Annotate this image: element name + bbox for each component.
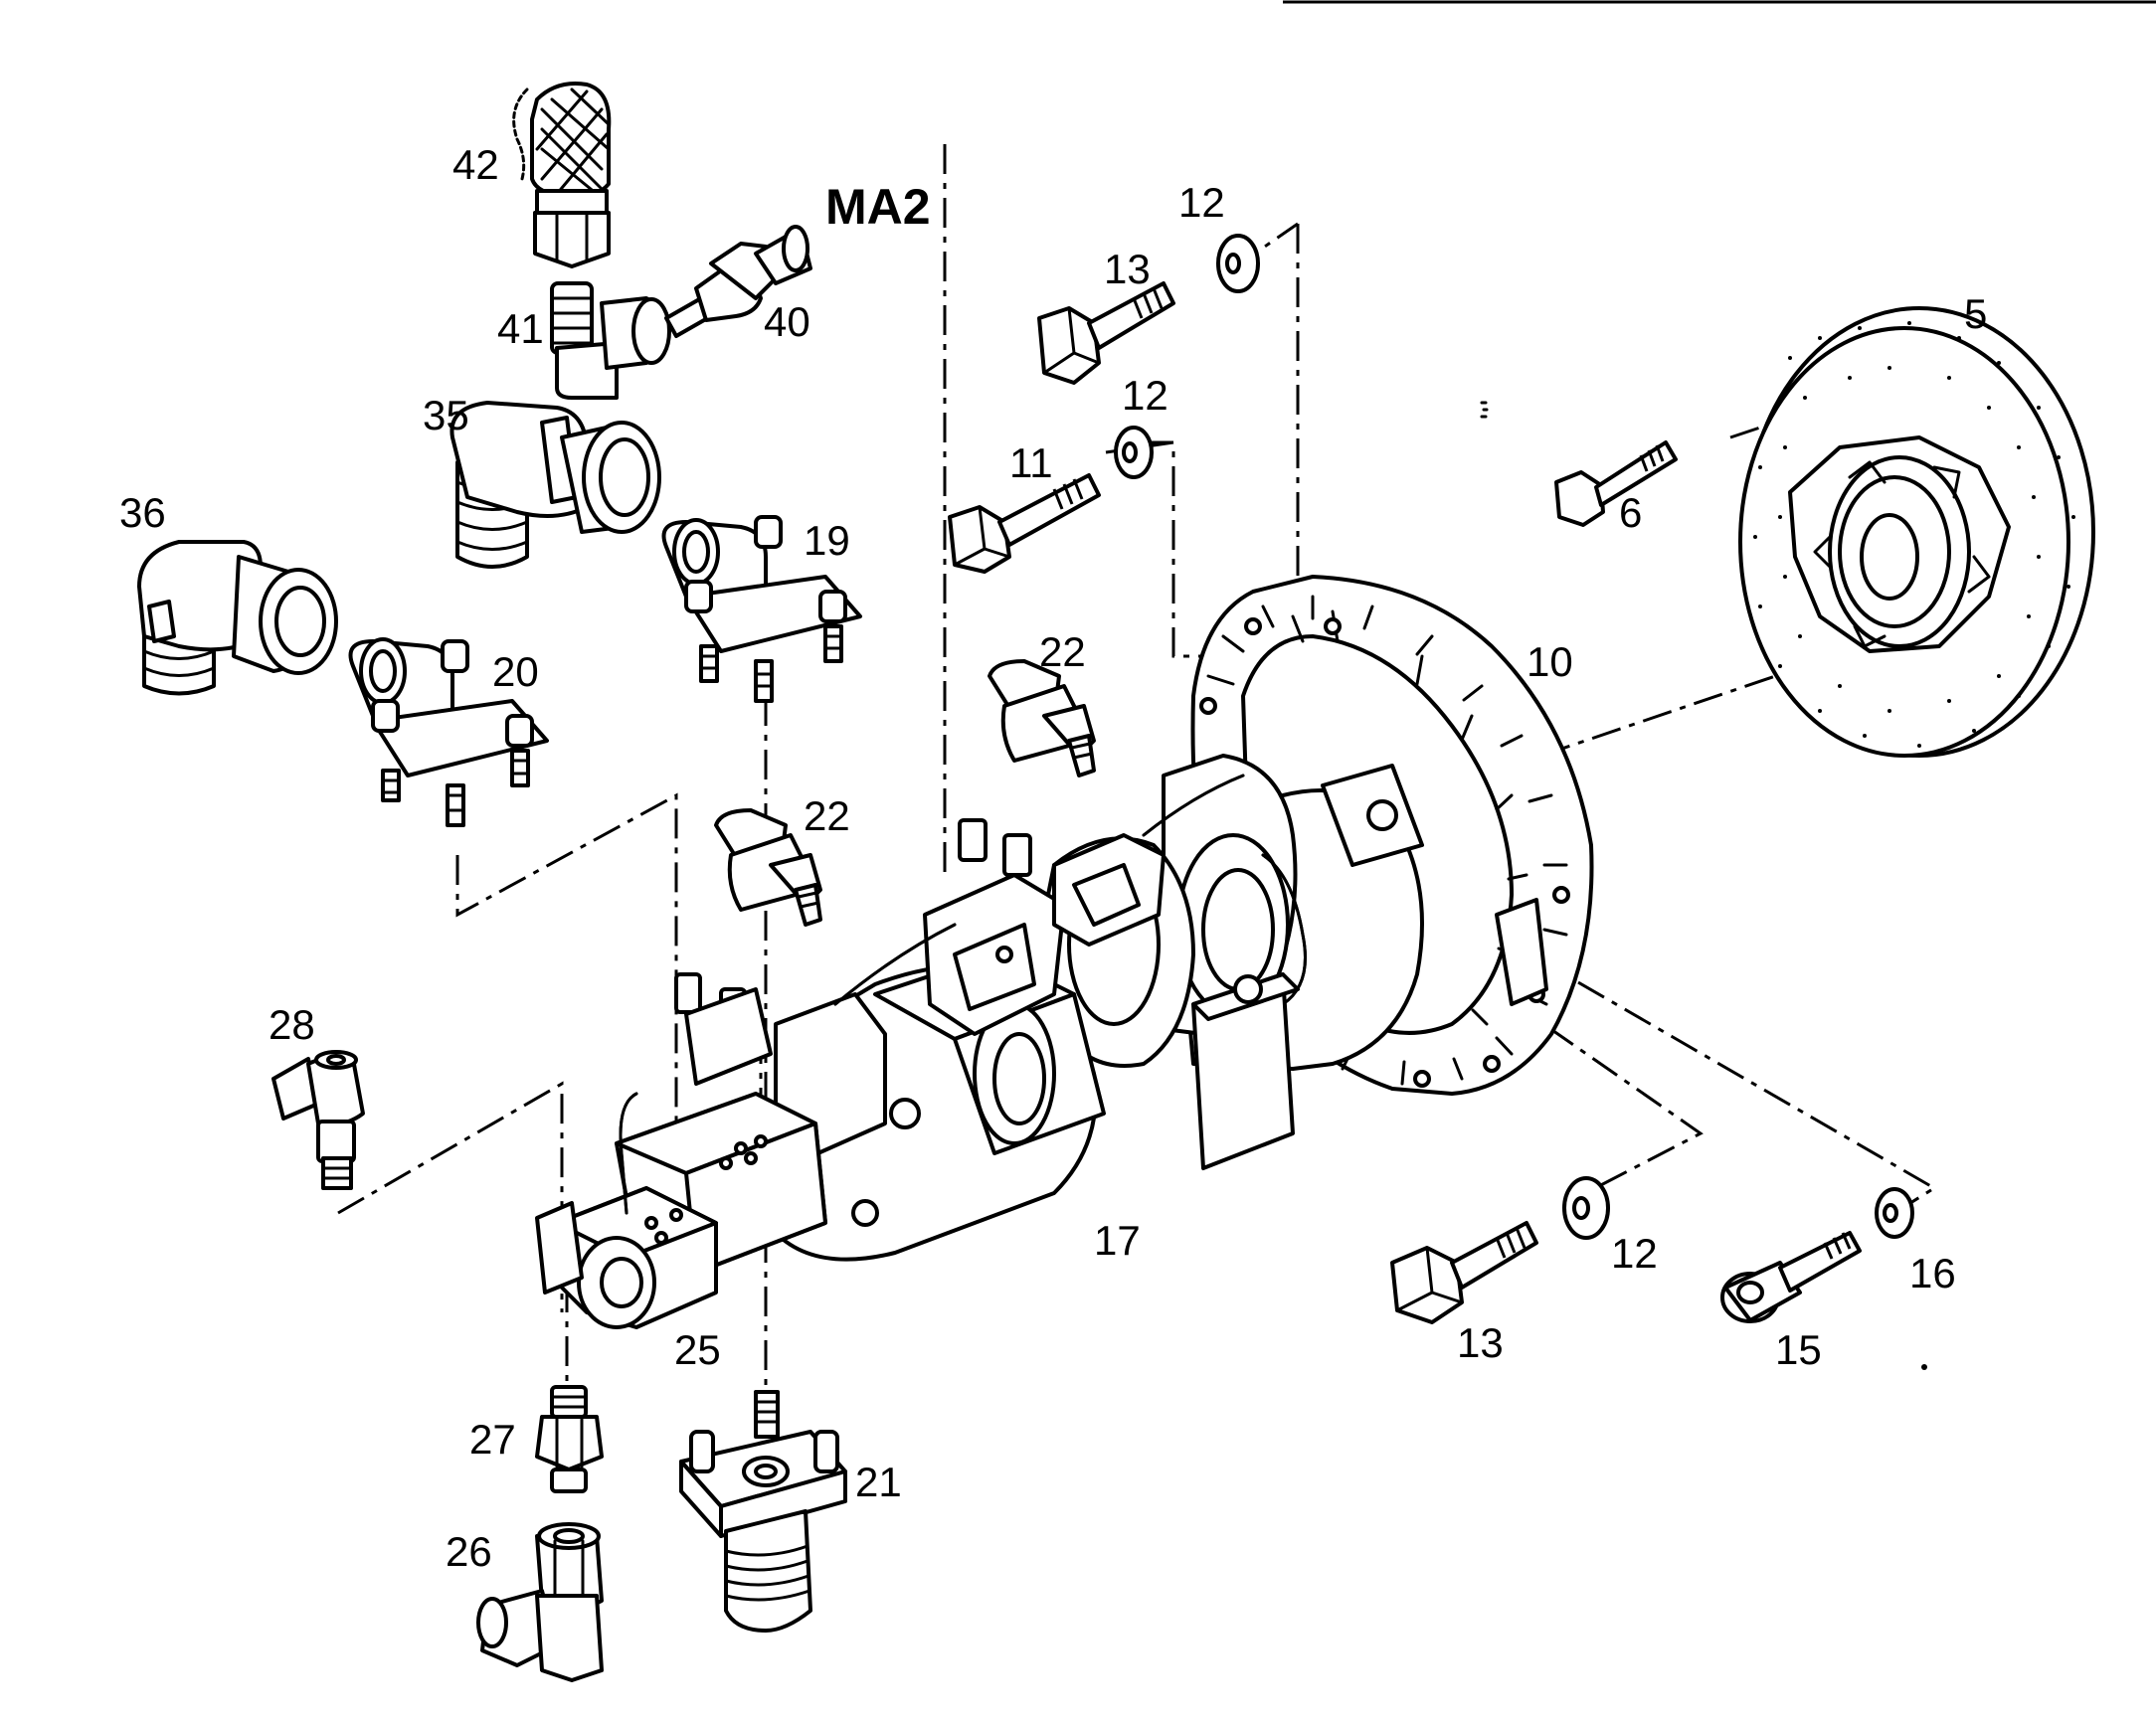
callout-17: 17 (1094, 1217, 1141, 1264)
callout-6: 6 (1619, 489, 1642, 536)
part-28-fitting (271, 1050, 365, 1190)
part-11-bolt (948, 473, 1101, 574)
callout-27: 27 (469, 1416, 516, 1463)
part-16-washer (1875, 1187, 1914, 1239)
callout-16: 16 (1909, 1250, 1956, 1296)
callout-28: 28 (269, 1001, 315, 1048)
callout-20: 20 (492, 648, 539, 695)
part-26-elbow (476, 1522, 604, 1682)
callout-21: 21 (855, 1459, 902, 1505)
part-22-valve-lower (714, 808, 822, 927)
part-22-valve-upper (988, 659, 1096, 777)
callout-12-top: 12 (1178, 179, 1225, 226)
callout-10: 10 (1527, 638, 1573, 685)
part-13-bolt-top (1037, 281, 1175, 385)
callout-26: 26 (446, 1528, 492, 1575)
disc-texture (1753, 321, 2075, 748)
callout-13-top: 13 (1104, 246, 1151, 292)
callout-5: 5 (1964, 290, 1987, 337)
callout-22-lower: 22 (804, 792, 850, 839)
callout-22-upper: 22 (1039, 628, 1086, 675)
callout-40: 40 (764, 298, 810, 345)
callout-19: 19 (804, 517, 850, 564)
callout-15: 15 (1775, 1326, 1822, 1373)
part-12-washer-top (1216, 234, 1260, 293)
part-19-flange-fitting (661, 515, 862, 703)
part-13-bolt-lower (1390, 1221, 1538, 1324)
part-27-adapter (535, 1385, 604, 1493)
part-40-test-nipple (664, 225, 812, 338)
callout-35: 35 (423, 392, 469, 438)
part-15-socket-screw (1720, 1231, 1862, 1323)
part-17-tandem-pump (535, 754, 1424, 1329)
callout-25: 25 (674, 1326, 721, 1373)
callout-12-middle: 12 (1122, 372, 1168, 419)
part-42-test-coupling (512, 82, 612, 268)
callout-ma2: MA2 (825, 179, 931, 235)
callout-12-lower: 12 (1611, 1230, 1658, 1277)
part-12-washer-lower (1562, 1176, 1610, 1240)
part-36-elbow-fitting (137, 540, 338, 696)
part-35-elbow-fitting (449, 401, 661, 569)
part-6-bolt (1554, 440, 1678, 527)
part-5-damper-disc (1738, 306, 2095, 758)
callout-13-lower: 13 (1457, 1319, 1504, 1366)
callout-41: 41 (497, 305, 544, 352)
callout-36: 36 (119, 489, 166, 536)
callout-42: 42 (452, 141, 499, 188)
part-12-washer-middle (1114, 426, 1154, 479)
callout-labels: 5 6 10 11 12 12 12 13 13 15 16 17 19 20 … (119, 141, 1987, 1575)
part-41-elbow-fitting (550, 281, 671, 400)
callout-11: 11 (1009, 439, 1053, 486)
part-21-flange-fitting (679, 1390, 847, 1633)
part-20-flange-fitting (348, 637, 549, 827)
